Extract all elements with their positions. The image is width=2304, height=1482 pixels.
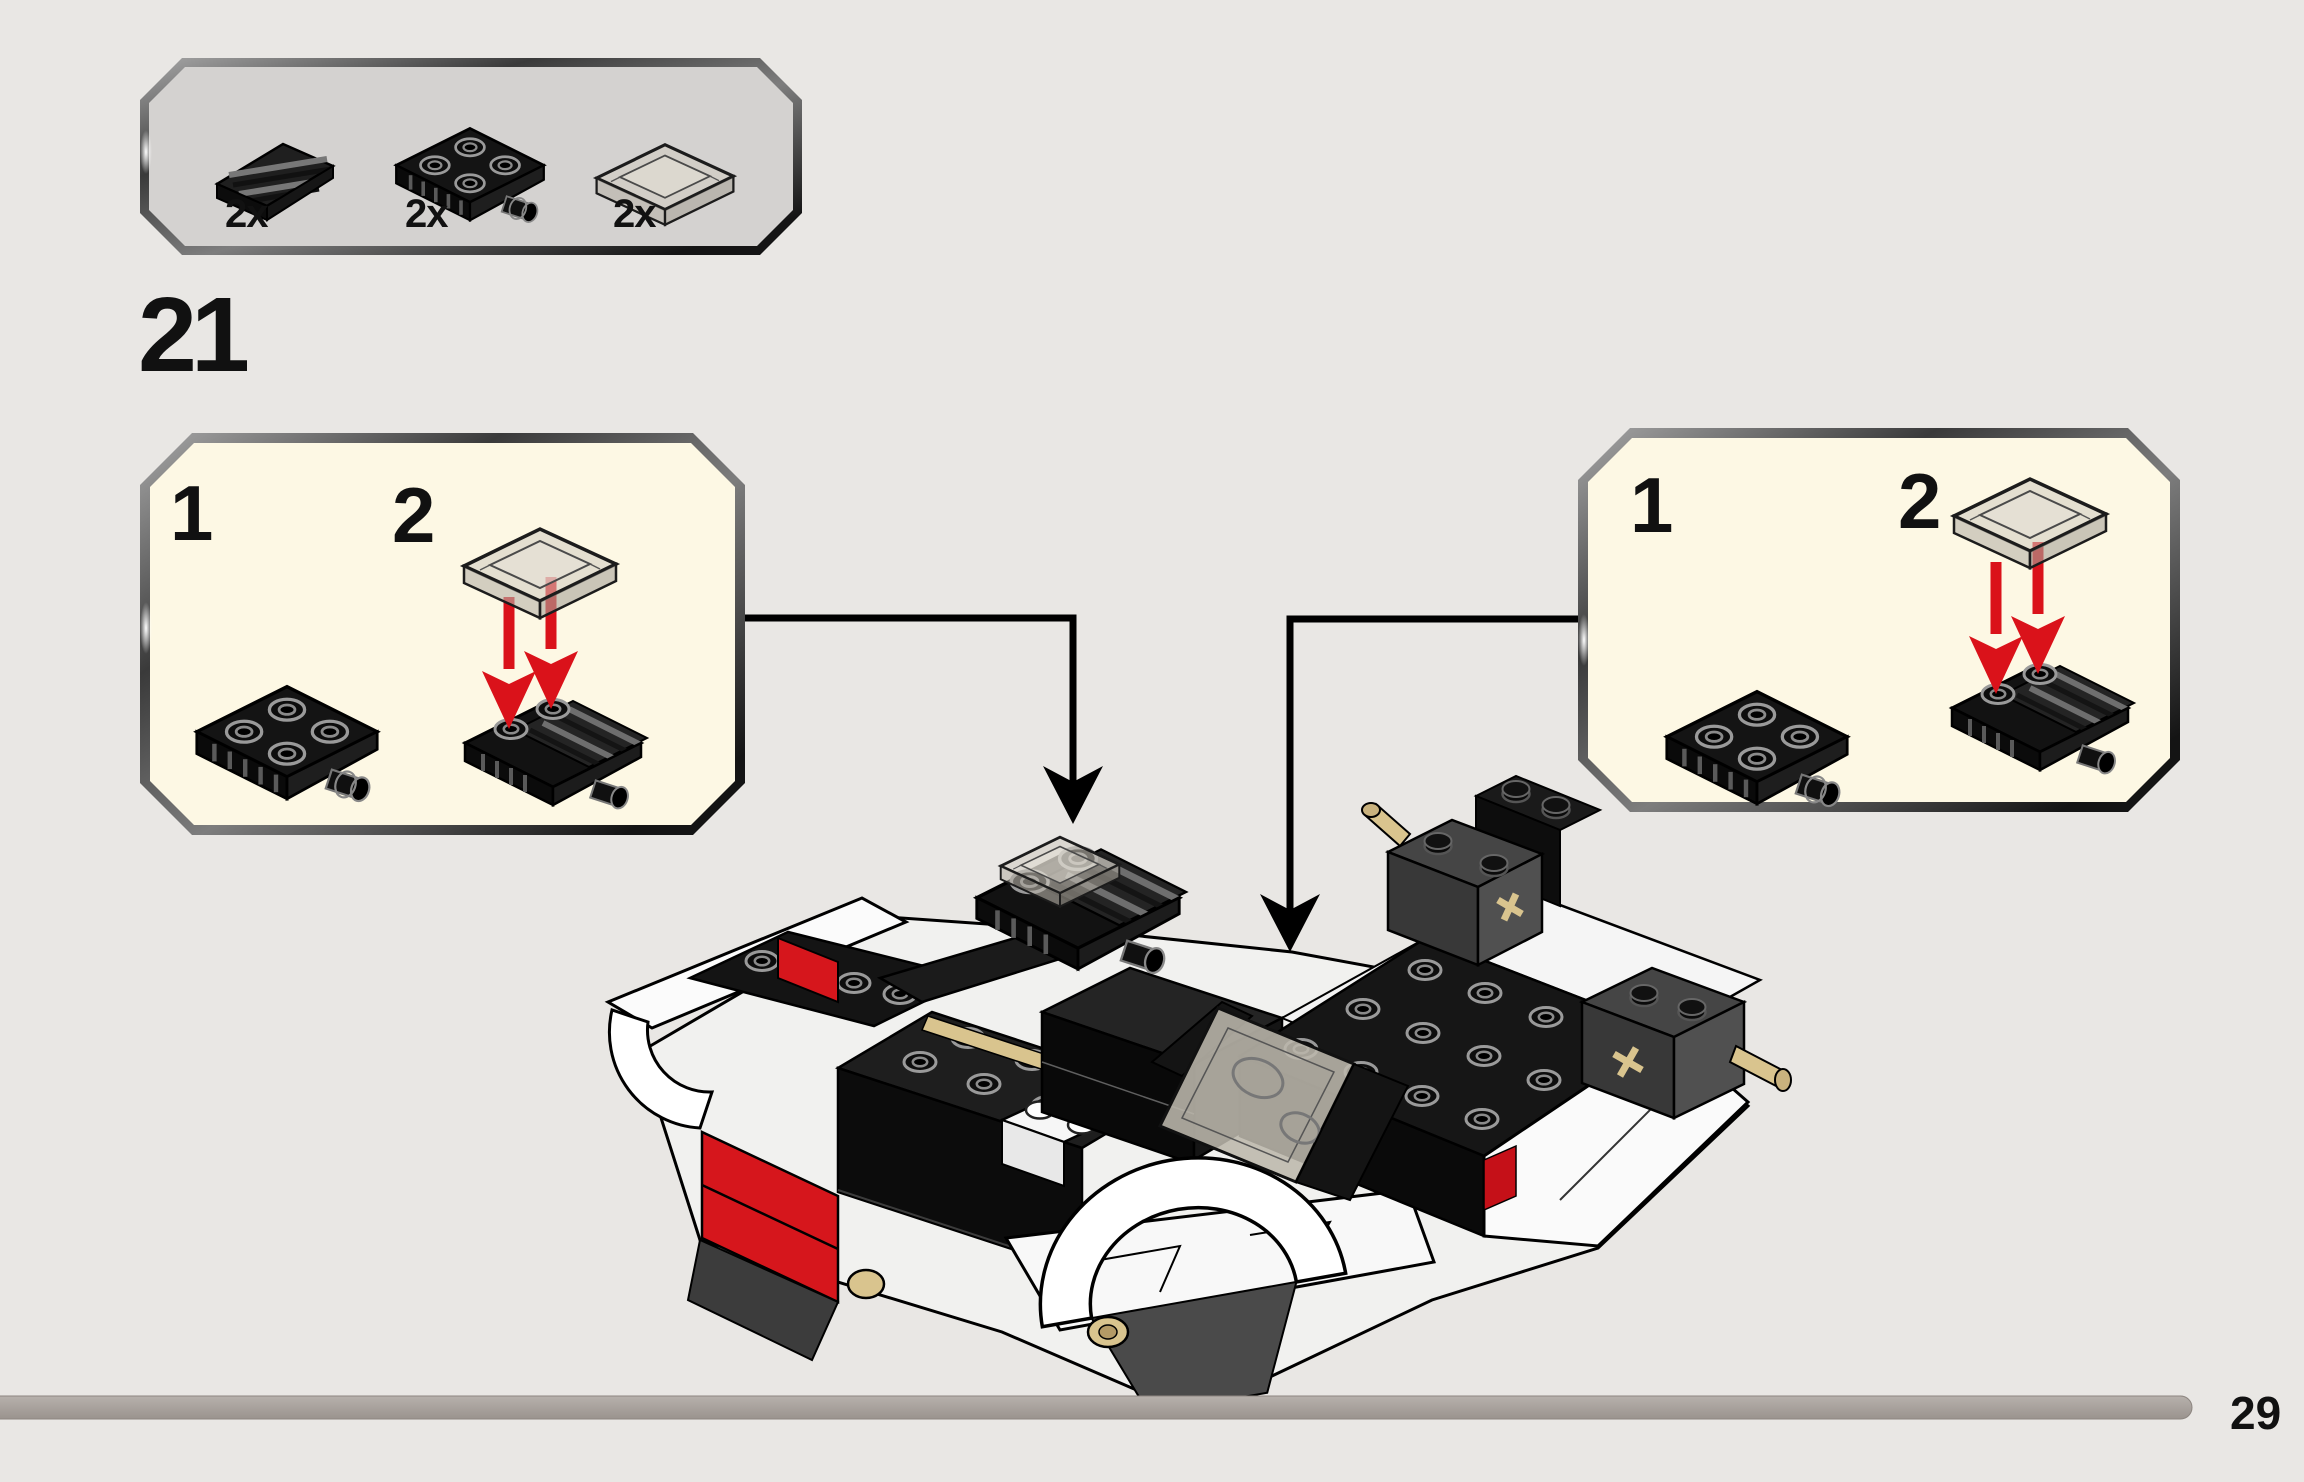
trans-windshield-tile [1150,1000,1410,1202]
left-connector-arrow [745,614,1103,824]
tan-pin [1361,802,1381,818]
progress-bar [0,1395,2193,1420]
substep-number-1: 1 [170,469,214,557]
main-build-illustration [604,774,1792,1416]
tan-pin-front [846,1268,886,1300]
part-count-label: 2x [405,192,448,236]
front-left-fender-arch [607,1008,715,1130]
red-wedge-piece [777,936,839,1004]
substep-number-2: 2 [1898,457,1942,545]
red-sliver [1483,1144,1517,1212]
gray-pin-brick-top [1361,774,1603,968]
rear-wheel-arch [1038,1156,1348,1415]
underbody-shadow [686,1238,840,1362]
parts-callout-box [140,58,802,255]
tan-pin [1774,1068,1792,1092]
substep-number-1: 1 [1630,461,1674,549]
page-number: 29 [2230,1387,2282,1439]
substep-number-2: 2 [392,471,436,559]
right-connector-arrow [1260,615,1578,952]
part-count-label: 2x [613,192,656,236]
gray-pin-brick-right [1578,966,1792,1120]
part-count-label: 2x [225,192,268,236]
right-substep-callout-box [1578,428,2180,812]
left-substep-callout-box [140,433,745,835]
step-number: 21 [138,276,250,394]
